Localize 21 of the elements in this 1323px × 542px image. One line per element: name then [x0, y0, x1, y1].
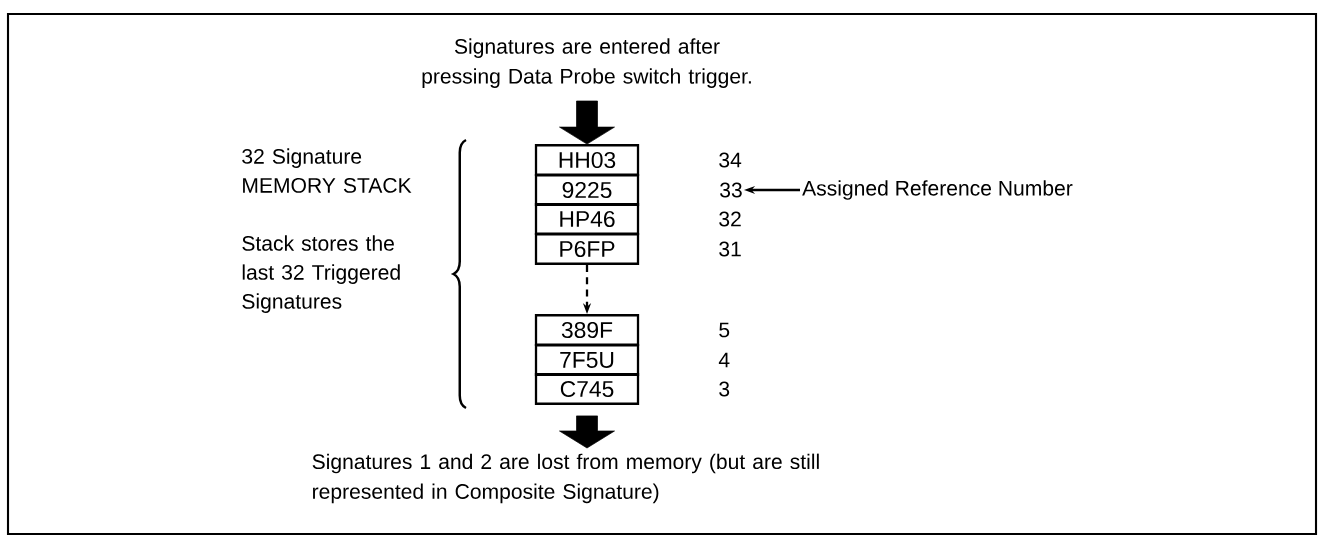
reference-number: 5: [719, 322, 730, 338]
stack-cell: P6FP: [534, 233, 640, 265]
side-note: Stack stores the last 32 Triggered Signatures: [242, 235, 400, 313]
side-note: 32 Signature MEMORY STACK: [242, 148, 412, 193]
stack-cell: 389F: [534, 314, 640, 346]
reference-number: 3: [719, 381, 730, 397]
note-text: Signatures are entered after pressing Data Probe switch trigger.: [422, 38, 751, 88]
block-arrow: [559, 415, 615, 449]
stack-cell: 9225: [534, 174, 640, 206]
stack-cell: C745: [534, 373, 640, 405]
reference-number: 34: [719, 152, 742, 168]
stack-cell: HP46: [534, 203, 640, 235]
stack-cell: HH03: [534, 144, 640, 176]
reference-number: 4: [718, 352, 730, 368]
reference-number: 33: [720, 182, 742, 198]
block-arrow: [559, 100, 615, 145]
stack-cell: 7F5U: [534, 344, 640, 376]
note-text: Signatures 1 and 2 are lost from memory (but are still represented in Composite Signature): [312, 453, 819, 504]
reference-number: 31: [719, 241, 741, 257]
reference-number: 32: [719, 211, 741, 227]
callout-text: Assigned Reference Number: [802, 180, 1073, 200]
